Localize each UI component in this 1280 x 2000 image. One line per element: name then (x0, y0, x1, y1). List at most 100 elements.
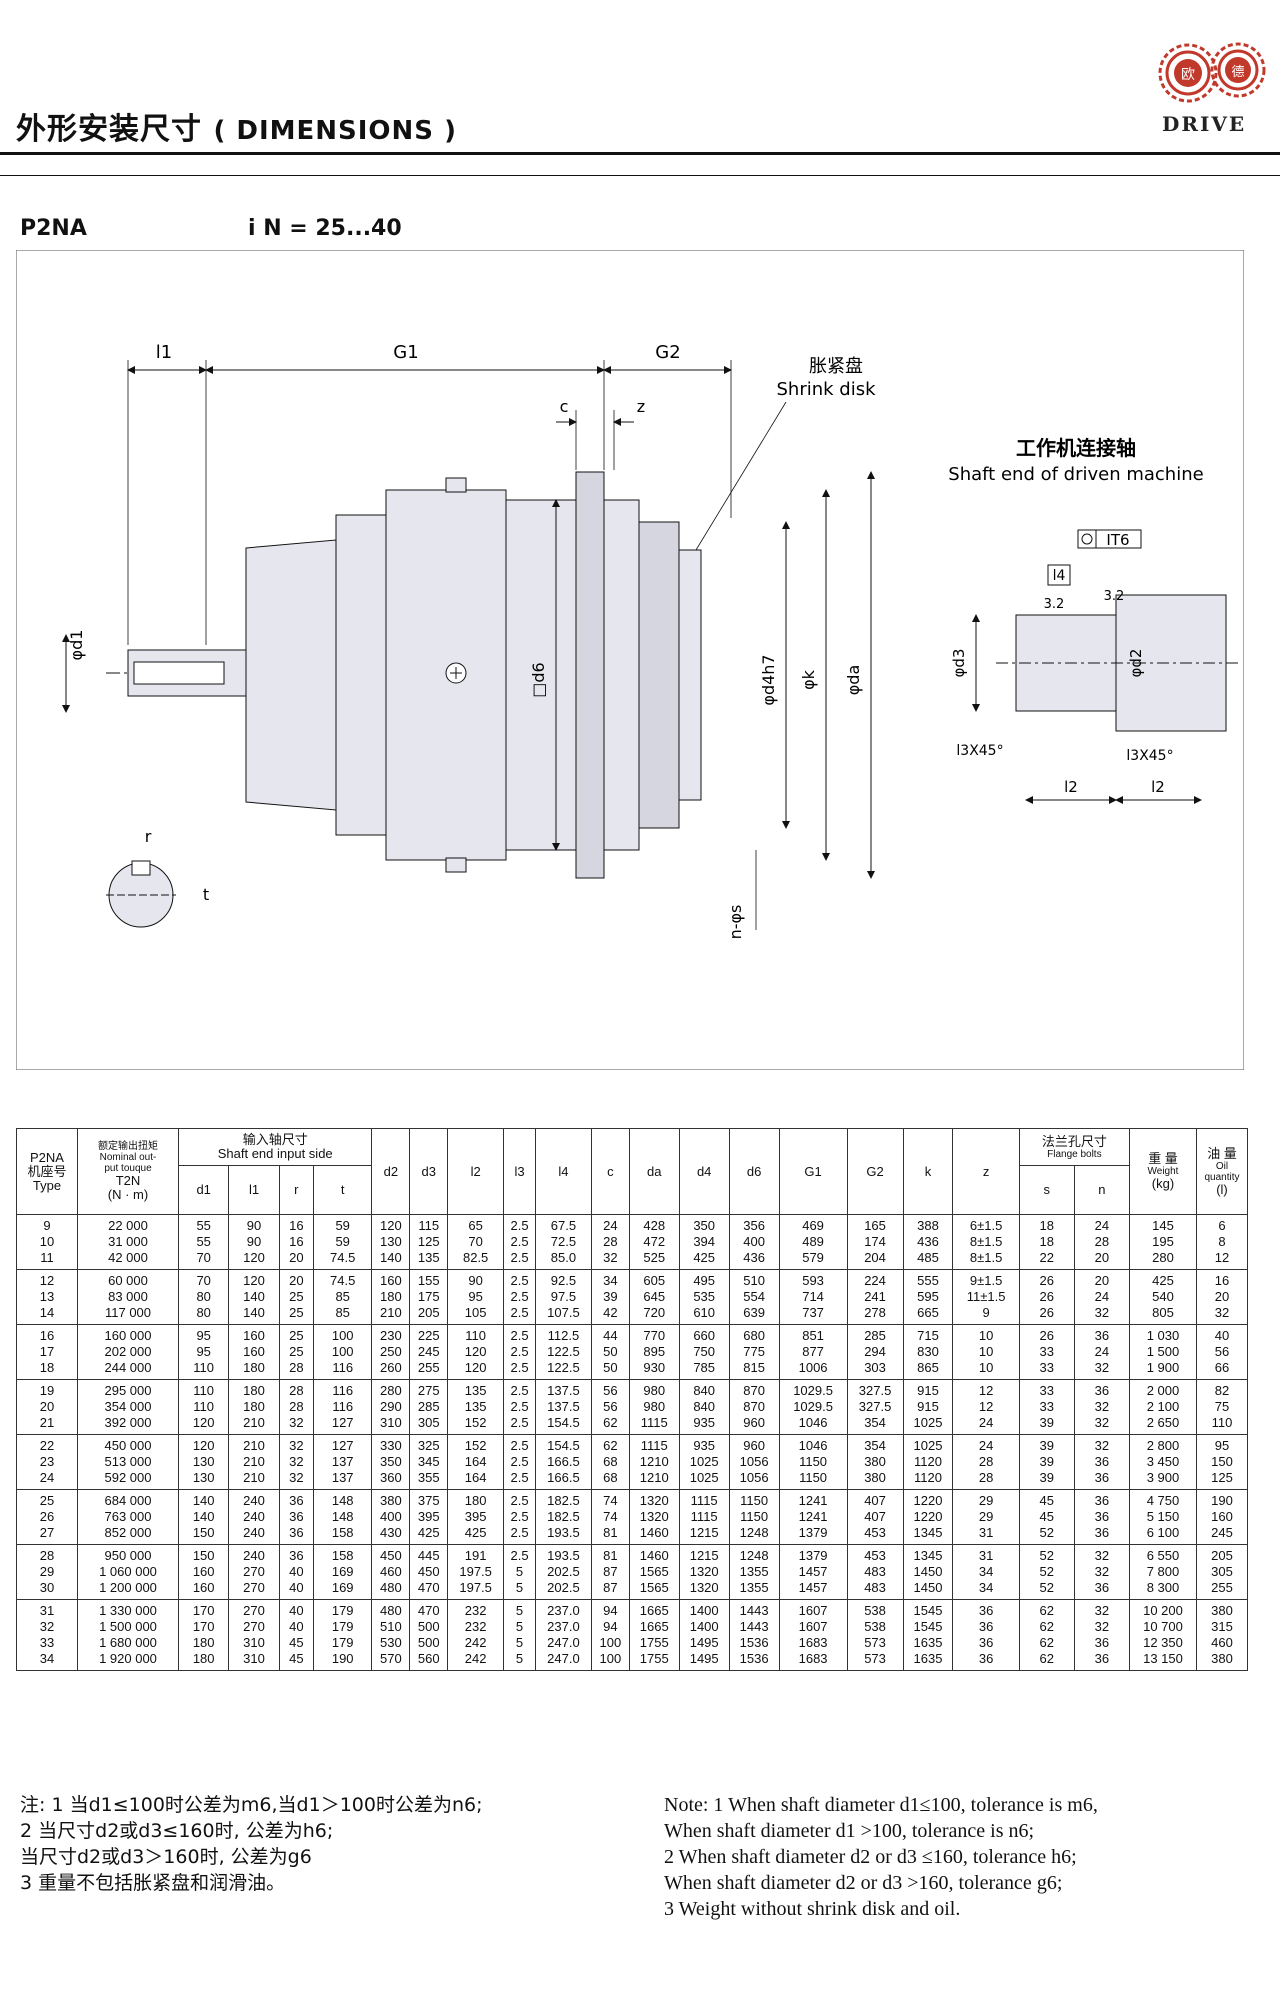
cell-value: 6 100 (1146, 1525, 1180, 1540)
cell-value: 354 (864, 1438, 886, 1453)
cell-value: 135 (417, 1250, 440, 1265)
cell-value: 81 (603, 1525, 618, 1540)
cell-value: 193.5 (547, 1525, 580, 1540)
cell-value: 34 (39, 1651, 55, 1666)
cell-value: 645 (643, 1289, 666, 1304)
cell-value: 1443 (739, 1619, 769, 1634)
cell-value: 164 (464, 1470, 487, 1485)
cell-value: 202 000 (104, 1344, 152, 1359)
cell-value: 1457 (798, 1580, 828, 1595)
cell-value: 32 (1094, 1603, 1110, 1618)
cell-value: 122.5 (547, 1360, 580, 1375)
cell-value: 36 (1094, 1651, 1110, 1666)
cell-value: 20 (289, 1273, 304, 1288)
cell-value: 62 (1039, 1603, 1054, 1618)
cell-value: 82 (1214, 1383, 1230, 1398)
cell-value: 191 (464, 1548, 487, 1563)
dim-G2: G2 (655, 342, 680, 363)
output-flange (575, 471, 605, 879)
cell-value: 1400 (689, 1603, 719, 1618)
cell-value: 160 (192, 1564, 215, 1579)
cell-value: 16 (39, 1328, 55, 1343)
cell-value: 36 (978, 1603, 994, 1618)
shrink-disk-label-en: Shrink disk (776, 379, 876, 400)
cell-value: 1495 (689, 1651, 719, 1666)
cell-value: 33 (39, 1635, 55, 1650)
cell-value: 380 (864, 1454, 886, 1469)
cell-value: 90 (246, 1218, 262, 1233)
cell-value: 1115 (640, 1438, 668, 1453)
cell-value: 62 (1039, 1619, 1054, 1634)
cell-value: 3 900 (1146, 1470, 1180, 1485)
cell-value: 535 (693, 1289, 716, 1304)
cell-value: 28 (289, 1383, 304, 1398)
cell-value: 45 (289, 1651, 304, 1666)
cell-value: 525 (643, 1250, 666, 1265)
cell-value: 255 (1211, 1580, 1233, 1595)
cell-value: 1545 (913, 1603, 943, 1618)
cell-value: 31 (978, 1548, 994, 1563)
cell-value: 1450 (913, 1580, 943, 1595)
cell-value: 180 (243, 1360, 265, 1375)
cell-value: 158 (331, 1548, 354, 1563)
cell-value: 495 (693, 1273, 716, 1288)
cell-value: 1056 (739, 1454, 769, 1469)
cell-value: 245 (1211, 1525, 1233, 1540)
housing-step (335, 514, 387, 836)
cell-value: 315 (1211, 1619, 1233, 1634)
cell-value: 915 (917, 1399, 939, 1414)
cell-value: 97.5 (550, 1289, 577, 1304)
cell-value: 1565 (639, 1564, 669, 1579)
col-t: t (312, 1165, 373, 1215)
cell-value: 13 150 (1143, 1651, 1183, 1666)
cell-value: 240 (243, 1525, 265, 1540)
cell-value: 56 (603, 1383, 618, 1398)
dim-d4: φd4h7 (759, 654, 778, 705)
cell-value: 10 (978, 1360, 994, 1375)
cell-value: 1320 (639, 1493, 669, 1508)
col-l1: l1 (228, 1165, 280, 1215)
cell-value: 12 350 (1143, 1635, 1183, 1650)
cell-value: 425 (1152, 1273, 1174, 1288)
cell-value: 280 (379, 1383, 402, 1398)
cell-value: 720 (643, 1305, 666, 1320)
cell-value: 90 (246, 1234, 262, 1249)
page-title: 外形安装尺寸 ( DIMENSIONS ) (16, 104, 457, 148)
cell-value: 1536 (739, 1635, 769, 1650)
cell-value: 285 (864, 1328, 886, 1343)
cell-value: 1400 (689, 1619, 719, 1634)
cell-value: 394 (693, 1234, 716, 1249)
cell-value: 1056 (739, 1470, 769, 1485)
cell-value: 42 000 (108, 1250, 148, 1265)
cell-value: 36 (1094, 1383, 1110, 1398)
cell-value: 36 (289, 1509, 304, 1524)
cell-value: 5 (515, 1619, 524, 1634)
cell-value: 555 (917, 1273, 939, 1288)
cell-value: 1683 (798, 1635, 828, 1650)
cell-value: 67.5 (550, 1218, 577, 1233)
cell-value: 538 (864, 1603, 886, 1618)
drive-logo: 欧 德 (1158, 42, 1266, 103)
cell-value: 36 (1094, 1635, 1110, 1650)
cell-value: 770 (643, 1328, 666, 1343)
cell-value: 450 (417, 1564, 440, 1579)
cell-value: 39 (603, 1289, 618, 1304)
cell-value: 2.5 (510, 1470, 529, 1485)
